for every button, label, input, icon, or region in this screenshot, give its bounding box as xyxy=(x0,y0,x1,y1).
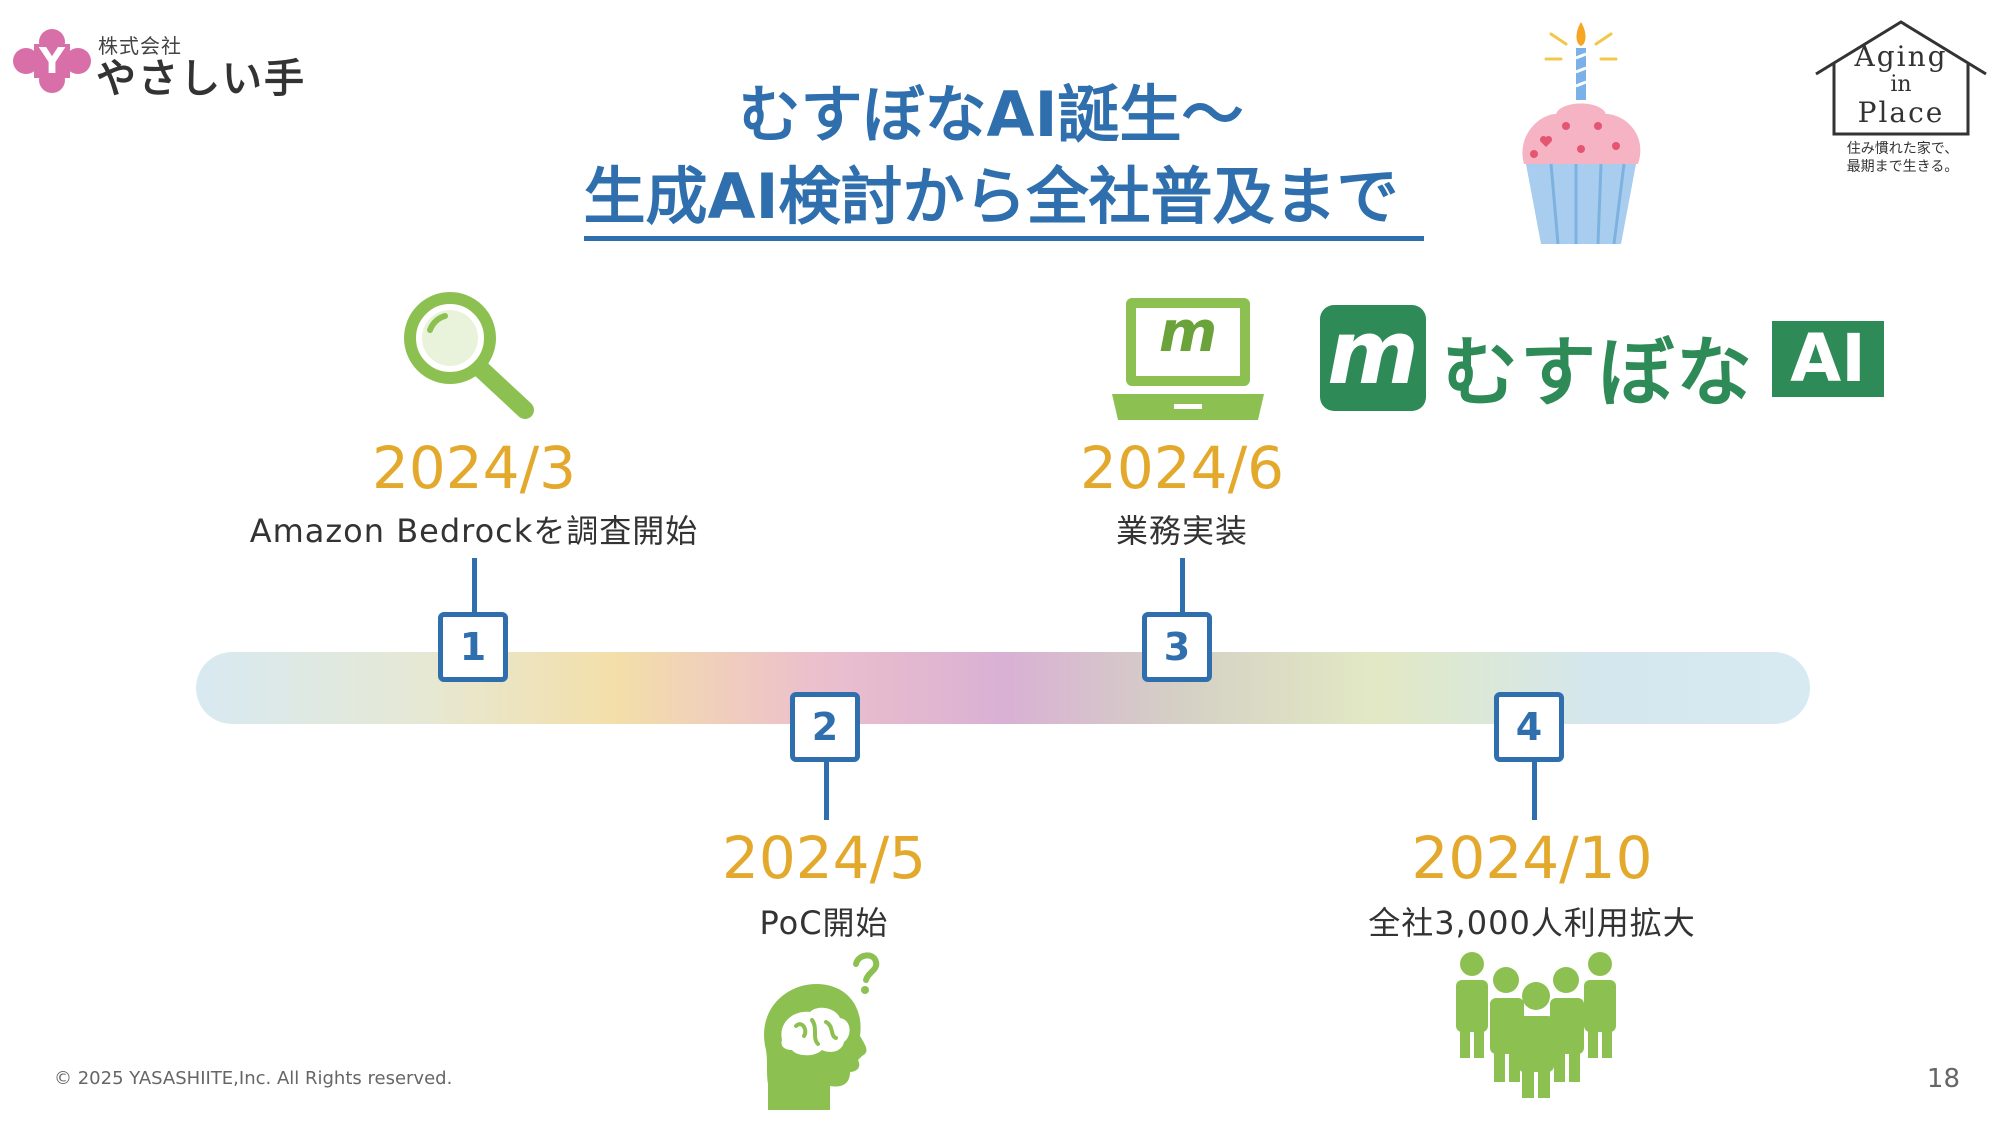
milestone-3-date: 2024/6 xyxy=(1079,434,1285,502)
page-title-line1: むすぼなAI誕生～ xyxy=(738,78,1244,151)
milestone-3-description: 業務実装 xyxy=(1115,512,1248,550)
aging-in-place-logo xyxy=(1815,20,1987,136)
musubona-logo-ai: AI xyxy=(1772,321,1884,397)
milestone-2-description: PoC開始 xyxy=(759,904,889,942)
yasashiite-logo-mark: Y xyxy=(13,29,91,93)
musubona-logo-name: むすぼな xyxy=(1442,328,1754,417)
aging-word-1: Aging xyxy=(1854,40,1948,73)
milestone-1-stem xyxy=(472,558,477,612)
milestone-2-marker: 2 xyxy=(790,692,860,762)
copyright-text: © 2025 YASASHIITE,Inc. All Rights reserv… xyxy=(54,1068,453,1089)
milestone-4-date: 2024/10 xyxy=(1411,824,1653,892)
milestone-4-description: 全社3,000人利用拡大 xyxy=(1368,904,1696,942)
musubona-logo-mark: m xyxy=(1320,305,1426,411)
milestone-4-stem xyxy=(1532,762,1537,820)
title-underline xyxy=(584,236,1424,241)
milestone-1-date: 2024/3 xyxy=(371,434,577,502)
people-group-icon xyxy=(1456,952,1616,1098)
laptop-icon xyxy=(1112,298,1264,420)
magnifier-icon xyxy=(404,292,534,419)
musubona-ai-logo: m むすぼな AI xyxy=(1320,305,1890,417)
milestone-1-description: Amazon Bedrockを調査開始 xyxy=(249,512,699,550)
page-number: 18 xyxy=(1926,1064,1960,1094)
company-name: やさしい手 xyxy=(96,56,306,102)
milestone-3-stem xyxy=(1180,558,1185,612)
milestone-2-date: 2024/5 xyxy=(721,824,927,892)
aging-tagline-2: 最期まで生きる。 xyxy=(1846,159,1959,175)
svg-text:Y: Y xyxy=(38,41,66,82)
brain-head-icon xyxy=(764,952,880,1110)
page-title-line2: 生成AI検討から全社普及まで xyxy=(583,160,1399,233)
laptop-screen-mark: m xyxy=(1158,300,1218,365)
milestone-1-marker: 1 xyxy=(438,612,508,682)
milestone-4-marker: 4 xyxy=(1494,692,1564,762)
company-prefix: 株式会社 xyxy=(98,34,182,58)
aging-word-2: in xyxy=(1890,72,1912,97)
cupcake-icon xyxy=(1522,22,1641,245)
aging-word-3: Place xyxy=(1857,96,1945,129)
milestone-2-stem xyxy=(824,762,829,820)
aging-tagline-1: 住み慣れた家で、 xyxy=(1846,141,1959,157)
milestone-3-marker: 3 xyxy=(1142,612,1212,682)
